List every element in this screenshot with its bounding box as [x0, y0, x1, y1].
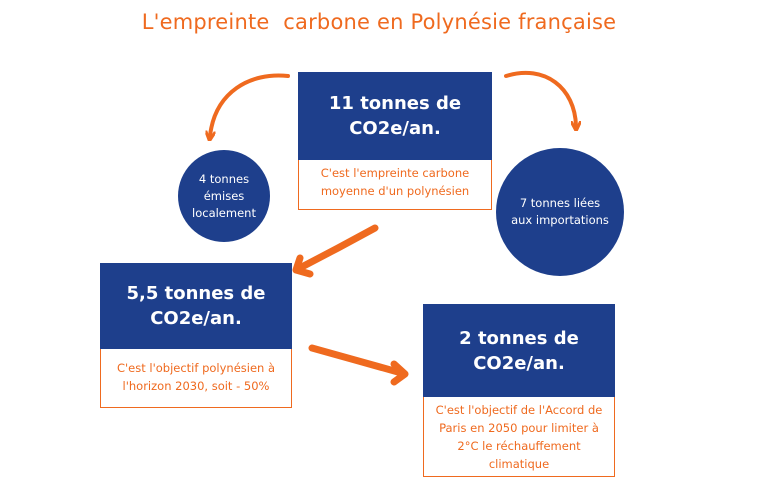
circle-imports: 7 tonnes liées aux importations — [496, 148, 624, 276]
box-current-footprint-caption: C'est l'empreinte carbone moyenne d'un p… — [298, 160, 492, 210]
arrow-to-local-emissions — [210, 73, 290, 137]
box-current-footprint-value: 11 tonnes de CO2e/an. — [298, 72, 492, 160]
box-2030-goal-value: 5,5 tonnes de CO2e/an. — [100, 263, 292, 349]
arrow-top-to-left — [292, 224, 379, 278]
diagram-title: L'empreinte carbone en Polynésie françai… — [141, 10, 617, 34]
circle-local-emissions: 4 tonnes émises localement — [178, 150, 270, 242]
box-current-footprint: 11 tonnes de CO2e/an. C'est l'empreinte … — [298, 72, 492, 210]
box-paris-agreement-goal-value: 2 tonnes de CO2e/an. — [423, 304, 615, 397]
box-paris-agreement-goal: 2 tonnes de CO2e/an. C'est l'objectif de… — [423, 304, 615, 477]
box-paris-agreement-goal-caption: C'est l'objectif de l'Accord de Paris en… — [423, 397, 615, 477]
arrow-to-imports — [504, 70, 576, 126]
box-2030-goal-caption: C'est l'objectif polynésien à l'horizon … — [100, 349, 292, 408]
box-2030-goal: 5,5 tonnes de CO2e/an. C'est l'objectif … — [100, 263, 292, 408]
arrow-left-to-right — [308, 344, 409, 386]
